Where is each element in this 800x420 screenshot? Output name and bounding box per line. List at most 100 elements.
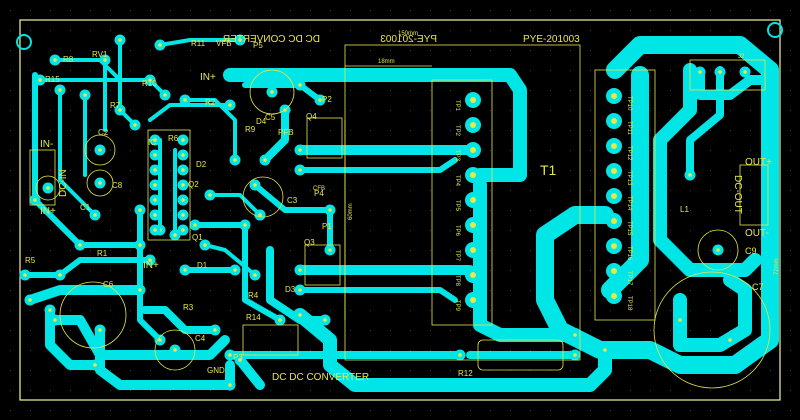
dimension-60: 60mm	[348, 203, 354, 220]
label-r12: R12	[458, 369, 473, 378]
pad-hole	[243, 223, 247, 227]
label-q2: Q2	[188, 180, 199, 189]
board-title-bottom: DC DC CONVERTER	[272, 372, 369, 383]
label-c5: C5	[265, 113, 276, 122]
ic-outline	[147, 129, 191, 241]
pad-hole	[98, 181, 102, 185]
pad-hole	[118, 38, 122, 42]
label-p2: P2	[322, 95, 332, 104]
pad-hole	[148, 78, 152, 82]
label-dc-out: DC-OUT	[732, 175, 743, 214]
pad-hole	[183, 268, 187, 272]
pad-hole	[298, 83, 302, 87]
pad-hole	[183, 98, 187, 102]
pad-hole	[181, 213, 185, 217]
transformer-pin-label: TP1	[454, 100, 460, 112]
pad-hole	[118, 108, 122, 112]
pad-hole	[153, 213, 157, 217]
transformer-pin-label: TP2	[454, 125, 460, 137]
pad-hole	[458, 353, 462, 357]
pad-hole	[298, 313, 302, 317]
j2-outline	[689, 59, 766, 91]
label-l1: L1	[680, 205, 689, 214]
label-q1: Q1	[192, 233, 203, 242]
label-r15: R15	[45, 75, 60, 84]
pad-hole	[158, 43, 162, 47]
transformer-pin-label: TP12	[626, 146, 632, 161]
pad-hole	[208, 193, 212, 197]
label-r8: R8	[63, 55, 74, 64]
pad-hole	[173, 233, 177, 237]
label-q3: Q3	[304, 238, 315, 247]
label-c3: C3	[287, 196, 298, 205]
pad-hole	[138, 208, 142, 212]
pad-hole	[263, 158, 267, 162]
silkscreen-layer	[29, 44, 771, 389]
label-q4: Q4	[306, 112, 317, 121]
pad-hole	[193, 223, 197, 227]
label-r3: R3	[183, 303, 194, 312]
transformer-pin-label: TP16	[626, 246, 632, 261]
c3-outline	[242, 176, 284, 218]
pad-hole	[148, 258, 152, 262]
pad-hole	[173, 348, 177, 352]
r12-outline	[477, 339, 564, 371]
pad-hole	[238, 38, 242, 42]
pad-hole	[153, 153, 157, 157]
pad-hole	[328, 208, 332, 212]
q4-outline	[306, 117, 343, 159]
label-r2: R2	[205, 98, 216, 107]
c6-outline	[59, 281, 127, 349]
dimension-18: 18mm	[378, 59, 395, 65]
pad-hole	[270, 90, 274, 94]
c2-outline	[84, 134, 116, 166]
c8-outline	[86, 169, 114, 197]
label-r5: R5	[25, 256, 36, 265]
transformer-bobbin-left	[431, 79, 493, 326]
label-j2: J2	[738, 54, 745, 60]
label-r11: R11	[191, 39, 206, 48]
transformer-pin-label: TP13	[626, 171, 632, 186]
pad-hole	[298, 288, 302, 292]
pad-hole	[103, 58, 107, 62]
label-p5: P5	[253, 41, 263, 50]
transformer-pin-hole	[470, 272, 476, 278]
pad-hole	[48, 308, 52, 312]
pad-hole	[158, 338, 162, 342]
transformer-pin-label: TP14	[626, 196, 632, 211]
label-in-plus-left: IN+	[40, 206, 56, 217]
label-rv1: RV1	[92, 50, 108, 59]
transformer-pins-left	[465, 92, 481, 308]
c5-outline	[249, 69, 295, 115]
pad-hole	[253, 273, 257, 277]
pad-hole	[298, 268, 302, 272]
pad-hole	[743, 70, 747, 74]
transformer-pin-labels: TP1TP2TP3TP4TP5TP6TP7TP8TP9TP10TP11TP12T…	[454, 96, 632, 312]
transformer-pin-hole	[611, 243, 617, 249]
pad-hole	[23, 273, 27, 277]
pad-hole	[53, 318, 57, 322]
transformer-pin-hole	[470, 222, 476, 228]
mounting-hole	[16, 34, 32, 50]
pad-hole	[698, 70, 702, 74]
pad-hole	[78, 243, 82, 247]
label-r14: R14	[246, 313, 261, 322]
pad-hole	[138, 288, 142, 292]
c7-outline	[653, 271, 771, 389]
transformer-pin-label: TP10	[626, 96, 632, 111]
label-r1: R1	[97, 249, 108, 258]
pad-hole	[153, 168, 157, 172]
label-c7: C7	[752, 282, 764, 292]
pad-hole	[153, 198, 157, 202]
pad-hole	[181, 198, 185, 202]
pads	[19, 34, 751, 391]
pad-hole	[228, 103, 232, 107]
pad-hole	[318, 98, 322, 102]
pad-hole	[153, 183, 157, 187]
transformer-pin-label: TP15	[626, 221, 632, 236]
pad-hole	[238, 358, 242, 362]
transformer-pin-hole	[470, 172, 476, 178]
pad-hole	[678, 318, 682, 322]
cin-outline	[35, 175, 61, 201]
